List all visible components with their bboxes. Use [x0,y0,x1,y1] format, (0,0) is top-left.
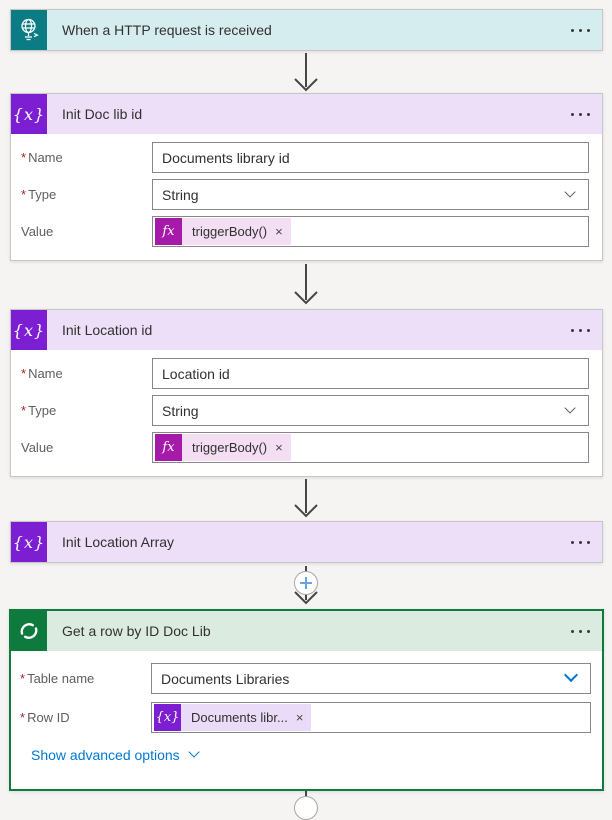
field-label-row-id: *Row ID [20,710,70,725]
field-row-value: Value fx triggerBody() × [21,432,589,463]
field-label-name: *Name [21,150,63,165]
value-input[interactable]: fx triggerBody() × [152,216,589,247]
card-header-init-doc-lib-id[interactable]: {x} Init Doc lib id [11,94,602,134]
card-http-trigger: When a HTTP request is received [10,9,603,51]
field-row-name: *Name Location id [21,358,589,389]
variable-icon: {x} [154,704,181,731]
more-menu-icon[interactable] [558,611,602,651]
function-icon: fx [155,218,182,245]
variable-token[interactable]: {x} Documents libr... × [154,704,312,731]
initialize-variable-icon: {x} [11,522,47,562]
card-init-doc-lib-id: {x} Init Doc lib id *Name Documents libr… [10,93,603,261]
close-icon[interactable]: × [295,710,304,725]
chevron-down-icon [188,745,200,758]
plus-icon [305,577,307,589]
field-row-type: *Type String [21,179,589,210]
dataverse-icon [11,611,47,651]
expression-token[interactable]: fx triggerBody() × [155,434,291,461]
field-label-name: *Name [21,366,63,381]
http-request-icon [11,10,47,50]
card-title-init-location-id: Init Location id [62,322,153,338]
card-body: *Name Documents library id *Type String … [11,134,602,259]
field-label-table-name: *Table name [20,671,95,686]
card-title-init-doc-lib-id: Init Doc lib id [62,106,143,122]
close-icon[interactable]: × [275,440,283,455]
row-id-input[interactable]: {x} Documents libr... × [151,702,591,733]
card-init-location-array: {x} Init Location Array [10,521,603,563]
card-header-http-trigger[interactable]: When a HTTP request is received [11,10,602,50]
card-header-init-location-array[interactable]: {x} Init Location Array [11,522,602,562]
field-row-table-name: *Table name Documents Libraries [20,663,591,694]
show-advanced-options-link[interactable]: Show advanced options [31,745,200,763]
card-header-get-row-by-id[interactable]: Get a row by ID Doc Lib [11,611,602,651]
insert-step-button[interactable] [294,571,318,595]
card-body: *Table name Documents Libraries *Row ID … [11,651,602,777]
chevron-down-icon [563,667,579,682]
field-row-name: *Name Documents library id [21,142,589,173]
chevron-down-icon [564,401,576,414]
initialize-variable-icon: {x} [11,94,47,134]
card-get-row-by-id: Get a row by ID Doc Lib *Table name Docu… [9,609,604,791]
field-label-type: *Type [21,187,57,202]
field-label-value: Value [21,224,54,239]
field-row-row-id: *Row ID {x} Documents libr... × [20,702,591,733]
field-label-value: Value [21,440,54,455]
card-title-http-trigger: When a HTTP request is received [62,22,272,38]
more-menu-icon[interactable] [558,522,602,562]
function-icon: fx [155,434,182,461]
close-icon[interactable]: × [275,224,283,239]
expression-token[interactable]: fx triggerBody() × [155,218,291,245]
card-title-get-row-by-id: Get a row by ID Doc Lib [62,623,211,639]
field-row-value: Value fx triggerBody() × [21,216,589,247]
connector-arrow [294,53,318,92]
field-label-type: *Type [21,403,57,418]
value-input[interactable]: fx triggerBody() × [152,432,589,463]
name-input[interactable]: Documents library id [152,142,589,173]
name-input[interactable]: Location id [152,358,589,389]
connector-arrow [294,479,318,518]
card-title-init-location-array: Init Location Array [62,534,175,550]
more-menu-icon[interactable] [558,310,602,350]
type-dropdown[interactable]: String [152,395,589,426]
initialize-variable-icon: {x} [11,310,47,350]
field-row-type: *Type String [21,395,589,426]
card-init-location-id: {x} Init Location id *Name Location id *… [10,309,603,477]
more-menu-icon[interactable] [558,10,602,50]
type-dropdown[interactable]: String [152,179,589,210]
chevron-down-icon [564,185,576,198]
more-menu-icon[interactable] [558,94,602,134]
card-body: *Name Location id *Type String Value fx … [11,350,602,475]
connector-arrow [294,264,318,305]
card-header-init-location-id[interactable]: {x} Init Location id [11,310,602,350]
table-name-dropdown[interactable]: Documents Libraries [151,663,591,694]
flow-designer-canvas: When a HTTP request is received {x} Init… [9,9,604,820]
